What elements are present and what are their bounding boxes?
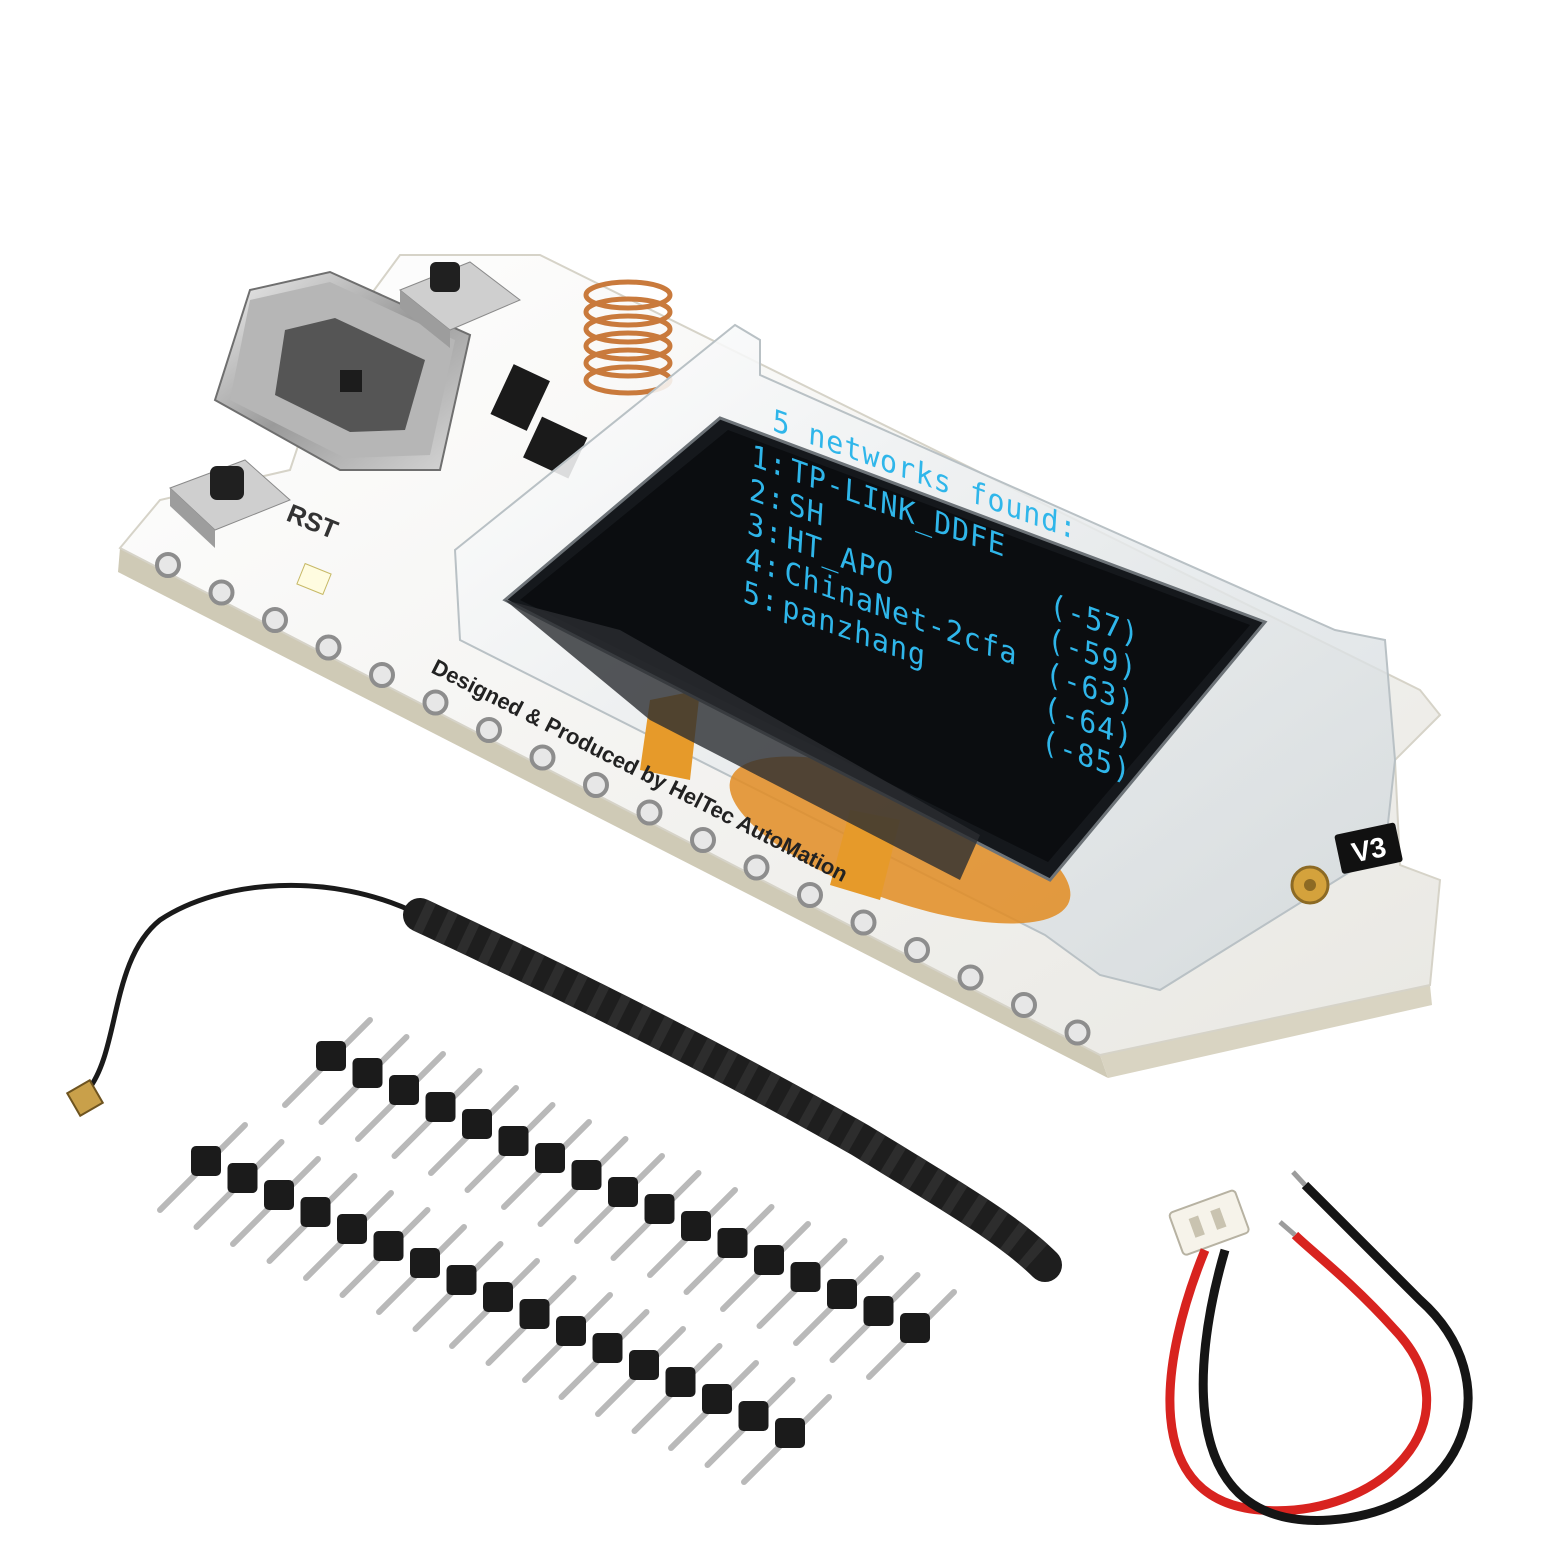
pin-header-strip bbox=[157, 1122, 832, 1485]
header-pin-block bbox=[681, 1211, 711, 1241]
version-badge: V3 bbox=[1334, 822, 1403, 874]
header-pin-block bbox=[754, 1245, 784, 1275]
led bbox=[296, 562, 332, 596]
spring-antenna-icon bbox=[583, 279, 673, 396]
header-pin-block bbox=[389, 1075, 419, 1105]
header-hole bbox=[957, 964, 984, 991]
rst-button-icon bbox=[169, 459, 291, 548]
header-hole bbox=[369, 662, 395, 688]
header-hole bbox=[583, 772, 609, 798]
header-pin-block bbox=[498, 1126, 529, 1156]
header-hole bbox=[743, 854, 770, 881]
header-pin-block bbox=[300, 1197, 331, 1227]
header-pin-block bbox=[519, 1299, 550, 1329]
usb-c-port-icon bbox=[213, 270, 472, 471]
jst-connector bbox=[1168, 1189, 1250, 1256]
header-pin-block bbox=[316, 1041, 346, 1071]
external-antenna bbox=[65, 882, 1062, 1282]
header-holes bbox=[155, 552, 1091, 1046]
header-pin-block bbox=[592, 1333, 623, 1363]
pin-header-strip bbox=[282, 1017, 957, 1380]
header-pin-block bbox=[608, 1177, 638, 1207]
ic-chip bbox=[490, 364, 550, 431]
tactile-button-icon bbox=[399, 261, 521, 348]
header-hole bbox=[1011, 992, 1037, 1018]
header-pin-block bbox=[535, 1143, 565, 1173]
antenna-coil bbox=[583, 279, 673, 311]
antenna-coil bbox=[583, 313, 673, 345]
header-hole bbox=[315, 634, 342, 661]
header-hole bbox=[476, 717, 502, 743]
header-hole bbox=[208, 579, 235, 606]
header-hole bbox=[904, 937, 930, 963]
header-pin-block bbox=[483, 1282, 513, 1312]
header-hole bbox=[1064, 1019, 1091, 1046]
black-wire bbox=[1198, 1181, 1473, 1525]
red-wire bbox=[1165, 1231, 1432, 1516]
header-pin-block bbox=[644, 1194, 675, 1224]
header-pin-block bbox=[191, 1146, 221, 1176]
header-pin-block bbox=[410, 1248, 440, 1278]
header-pin-block bbox=[352, 1058, 383, 1088]
header-pin-block bbox=[717, 1228, 748, 1258]
header-hole bbox=[529, 744, 556, 771]
antenna-coil bbox=[583, 347, 673, 379]
header-pin-block bbox=[790, 1262, 821, 1292]
pcb-edge-right bbox=[1100, 985, 1432, 1078]
antenna-coax-cable bbox=[86, 882, 422, 1092]
header-hole bbox=[797, 882, 823, 908]
header-pin-block bbox=[629, 1350, 659, 1380]
header-pin-block bbox=[337, 1214, 367, 1244]
header-pin-block bbox=[556, 1316, 586, 1346]
header-hole bbox=[690, 827, 716, 853]
header-pin-block bbox=[900, 1313, 930, 1343]
pcb-edge bbox=[118, 548, 1108, 1078]
ufl-plug bbox=[65, 1078, 105, 1118]
header-hole bbox=[155, 552, 181, 578]
header-pin-block bbox=[827, 1279, 857, 1309]
header-pin-block bbox=[775, 1418, 805, 1448]
header-pin-block bbox=[863, 1296, 894, 1326]
battery-cable bbox=[1165, 1170, 1473, 1525]
header-pin-block bbox=[702, 1384, 732, 1414]
header-pin-block bbox=[373, 1231, 404, 1261]
header-pin-block bbox=[446, 1265, 477, 1295]
oled-display bbox=[502, 416, 1268, 882]
header-pin-block bbox=[571, 1160, 602, 1190]
header-pin-block bbox=[425, 1092, 456, 1122]
version-label: V3 bbox=[1349, 831, 1389, 868]
header-hole bbox=[262, 607, 288, 633]
header-hole bbox=[636, 799, 663, 826]
header-pin-block bbox=[462, 1109, 492, 1139]
header-hole bbox=[422, 689, 449, 716]
header-pin-block bbox=[264, 1180, 294, 1210]
dev-board: RST 5 networks found: 1: TP-LI bbox=[118, 254, 1442, 1078]
header-pin-block bbox=[738, 1401, 769, 1431]
header-hole bbox=[850, 909, 877, 936]
antenna-coil bbox=[583, 296, 673, 328]
header-pin-block bbox=[227, 1163, 258, 1193]
antenna-coil bbox=[583, 330, 673, 362]
header-pin-block bbox=[665, 1367, 696, 1397]
ufl-connector bbox=[1290, 865, 1330, 905]
